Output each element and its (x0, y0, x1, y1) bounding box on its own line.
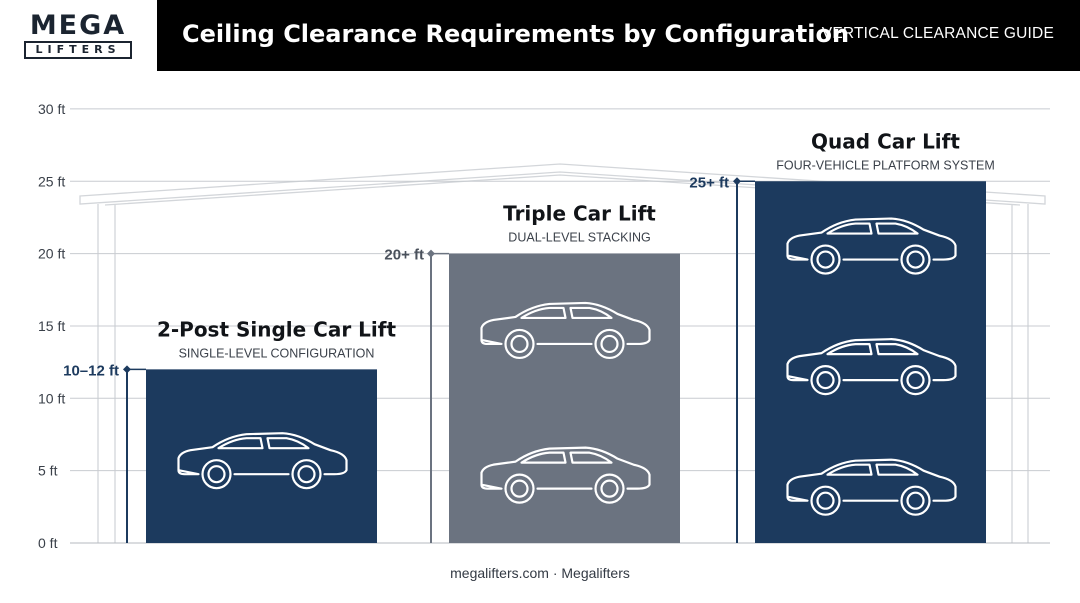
car-icon (480, 446, 651, 504)
y-tick-label: 5 ft (38, 463, 58, 479)
bar-subtitle: FOUR-VEHICLE PLATFORM SYSTEM (776, 158, 995, 172)
bar-subtitle: DUAL-LEVEL STACKING (508, 231, 650, 245)
car-icon (480, 301, 651, 360)
bar-title: Triple Car Lift (503, 202, 656, 226)
roof-outline (79, 163, 1046, 205)
bar-title: Quad Car Lift (811, 129, 960, 153)
bar (146, 369, 377, 543)
y-tick-label: 15 ft (38, 318, 65, 334)
footer-credit: megalifters.com · Megalifters (450, 565, 630, 581)
bar-title: 2-Post Single Car Lift (157, 317, 397, 341)
height-marker-label: 25+ ft (689, 174, 729, 191)
car-icon (177, 432, 348, 490)
bar-subtitle: SINGLE-LEVEL CONFIGURATION (179, 346, 375, 360)
height-marker-label: 20+ ft (384, 247, 424, 264)
bar-group: 10–12 ft 2-Post Single Car LiftSINGLE-LEV… (63, 317, 396, 543)
y-tick-label: 10 ft (38, 390, 65, 406)
header-subtitle: VERTICAL CLEARANCE GUIDE (821, 25, 1054, 42)
car-icon (786, 338, 957, 396)
logo-subword: LIFTERS (24, 41, 132, 59)
car-icon (786, 458, 957, 516)
y-tick-label: 30 ft (38, 101, 65, 117)
car-icon (786, 217, 957, 275)
header-bar: MEGA LIFTERS Ceiling Clearance Requireme… (0, 0, 1080, 71)
height-marker-label: 10–12 ft (63, 362, 119, 379)
y-tick-label: 0 ft (38, 535, 58, 551)
bar (755, 181, 986, 543)
bar (449, 253, 680, 543)
y-tick-label: 20 ft (38, 246, 65, 262)
logo-wordmark: MEGA (29, 10, 127, 41)
page-title: Ceiling Clearance Requirements by Config… (182, 20, 850, 48)
y-tick-label: 25 ft (38, 173, 65, 189)
logo: MEGA LIFTERS (0, 0, 157, 71)
building-outline (79, 163, 1046, 543)
